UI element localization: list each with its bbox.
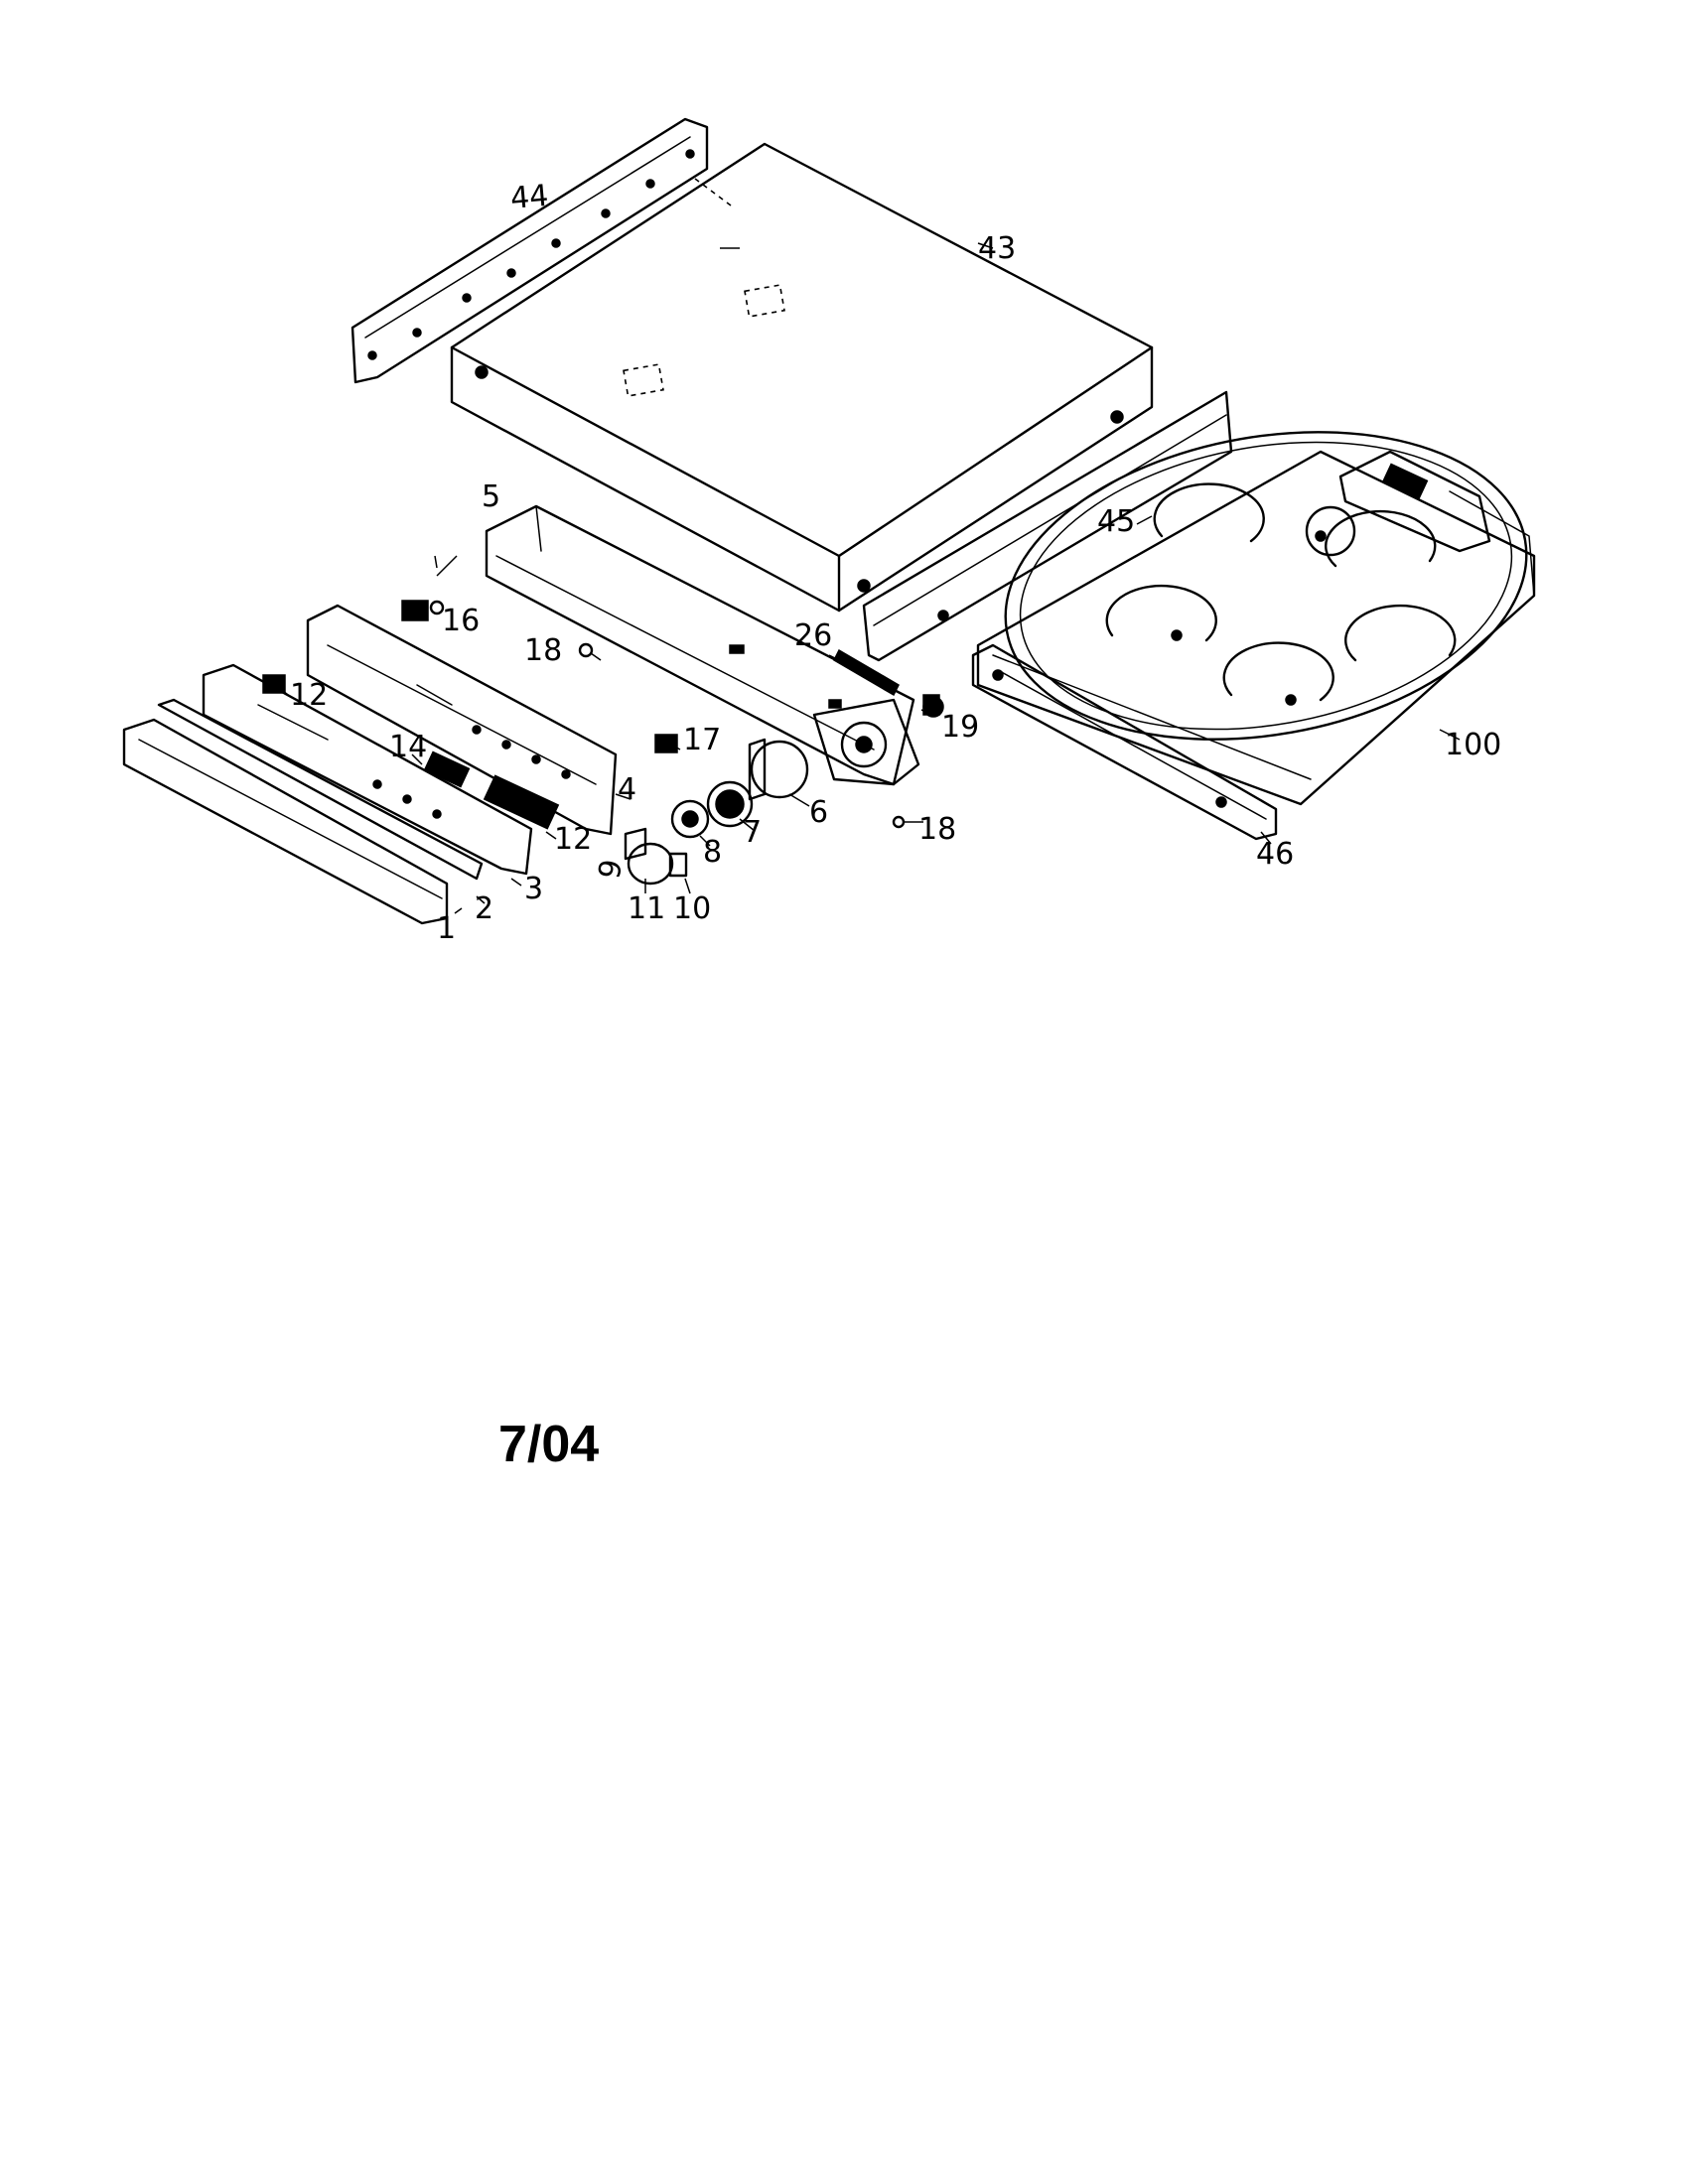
callout-4: 4 [618, 772, 636, 807]
callout-43: 43 [978, 231, 1016, 266]
part-16-connector [401, 600, 445, 621]
callout-3: 3 [524, 872, 543, 906]
part-26-button-strip [833, 648, 900, 697]
part-12-component-b [483, 774, 560, 830]
callout-44: 44 [509, 179, 550, 216]
callout-16: 16 [442, 604, 480, 638]
part-11-knob [627, 842, 674, 886]
callout-18b: 18 [918, 812, 956, 847]
callout-6: 6 [809, 795, 828, 830]
callout-8: 8 [703, 835, 722, 870]
part-43-top-cover [450, 142, 1154, 613]
callout-46: 46 [1256, 837, 1294, 872]
callout-1: 1 [437, 911, 456, 946]
leader-lines [277, 242, 1461, 914]
part-19-clip [922, 694, 940, 716]
callout-19: 19 [941, 710, 979, 745]
callouts: 44 43 5 45 16 18 26 12 19 14 17 4 6 7 12… [290, 179, 1501, 946]
callout-14: 14 [389, 730, 427, 764]
callout-5: 5 [482, 479, 500, 514]
callout-17: 17 [683, 723, 721, 757]
part-45-side-rail [862, 390, 1233, 662]
callout-11: 11 [628, 891, 665, 926]
callout-12a: 12 [290, 678, 328, 713]
callout-18a: 18 [524, 633, 562, 668]
callout-26: 26 [794, 618, 832, 653]
part-17-connector [654, 734, 678, 753]
part-100-disc-tray [976, 431, 1536, 806]
date-code: 7/04 [498, 1416, 600, 1473]
callout-100: 100 [1445, 728, 1501, 762]
part-10-clip [668, 852, 688, 878]
part-8-gear [670, 799, 710, 839]
part-9-bracket [624, 827, 647, 861]
part-46-tray-rail [971, 643, 1278, 841]
callout-7: 7 [743, 815, 762, 850]
callout-45: 45 [1097, 504, 1135, 539]
part-14-chip [423, 751, 471, 788]
part-4-display-board [306, 604, 618, 836]
part-44-side-bracket [351, 117, 736, 384]
part-18-screw-a [578, 642, 594, 658]
callout-12b: 12 [554, 822, 592, 857]
part-3-front-panel [202, 663, 533, 876]
part-2-window [157, 698, 484, 881]
part-7-gear [706, 780, 754, 828]
part-18-screw-b [892, 815, 923, 829]
callout-2: 2 [475, 891, 493, 926]
part-6-knob-bracket [748, 738, 809, 801]
part-1-bottom-trim [122, 718, 449, 925]
callout-10: 10 [673, 891, 711, 926]
callout-9: 9 [593, 857, 631, 882]
